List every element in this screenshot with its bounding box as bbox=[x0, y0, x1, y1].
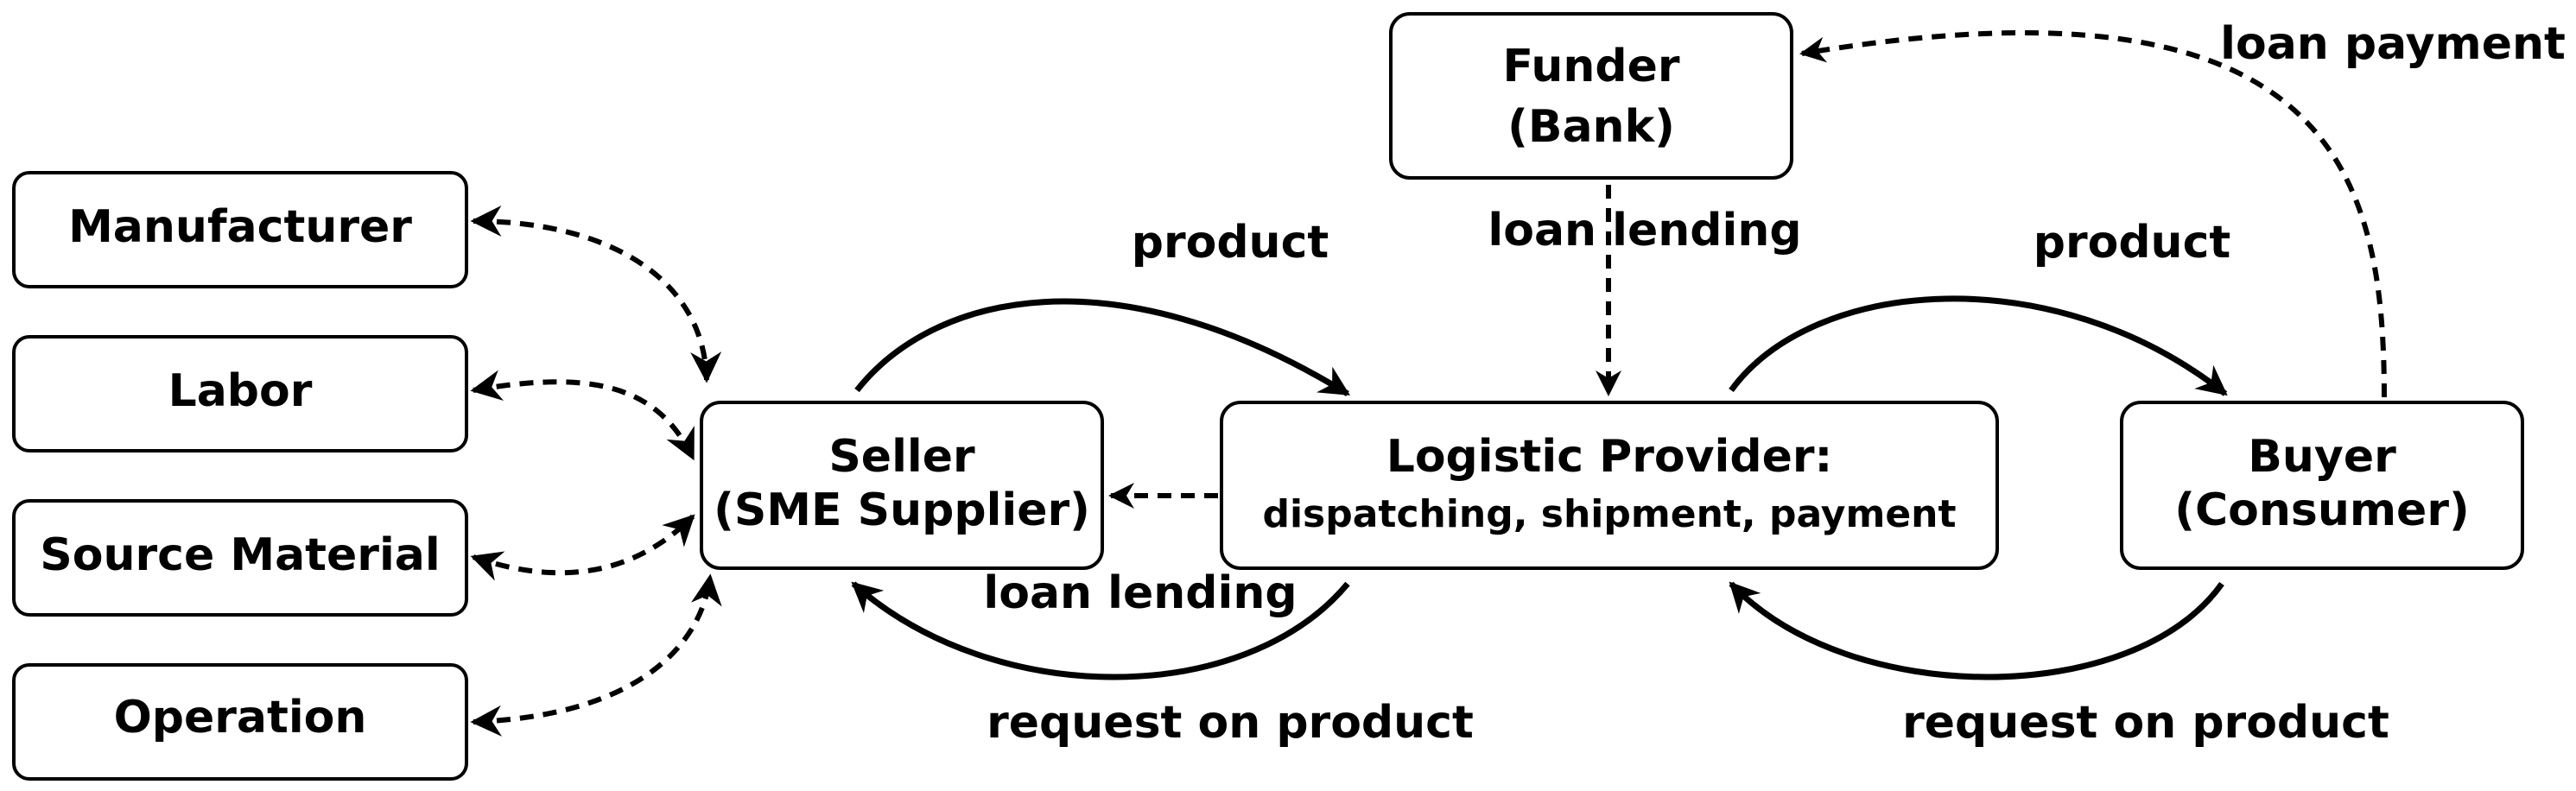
labor-label: Labor bbox=[168, 365, 313, 417]
funder-title: Funder bbox=[1502, 41, 1679, 92]
manufacturer-label: Manufacturer bbox=[68, 201, 412, 253]
buyer-to-logistic-request-label: request on product bbox=[1902, 697, 2389, 749]
buyer-node: Buyer (Consumer) bbox=[2120, 401, 2524, 570]
operation-label: Operation bbox=[114, 692, 367, 744]
labor-node: Labor bbox=[12, 335, 468, 452]
labor-seller-arrow bbox=[470, 370, 695, 461]
logistic-provider-title: Logistic Provider: bbox=[1386, 431, 1833, 483]
buyer-to-funder-payment-label: loan payment bbox=[2220, 18, 2566, 70]
funder-to-logistic-loan-label: loan lending bbox=[1488, 205, 1801, 256]
source-material-label: Source Material bbox=[40, 529, 440, 581]
operation-seller-arrow bbox=[470, 573, 722, 737]
manufacturer-seller-arrow bbox=[470, 206, 722, 383]
logistic-to-buyer-product-label: product bbox=[2034, 217, 2231, 269]
funder-subtitle: (Bank) bbox=[1507, 101, 1675, 153]
buyer-subtitle: (Consumer) bbox=[2174, 484, 2470, 536]
logistic-provider-subtitle: dispatching, shipment, payment bbox=[1262, 492, 1956, 536]
seller-title: Seller bbox=[828, 431, 975, 483]
funder-node: Funder (Bank) bbox=[1389, 12, 1793, 180]
buyer-to-funder-payment-arrow bbox=[1799, 30, 2387, 398]
seller-to-logistic-product-label: product bbox=[1132, 217, 1329, 269]
seller-subtitle: (SME Supplier) bbox=[714, 484, 1090, 536]
logistic-to-seller-loan-label: loan lending bbox=[983, 567, 1297, 619]
manufacturer-node: Manufacturer bbox=[12, 171, 468, 288]
buyer-title: Buyer bbox=[2248, 431, 2396, 483]
logistic-to-seller-request-label: request on product bbox=[987, 697, 1474, 749]
logistic-to-buyer-product-arrow bbox=[1729, 295, 2228, 396]
seller-to-logistic-product-arrow bbox=[854, 298, 1350, 396]
source-material-node: Source Material bbox=[12, 499, 468, 617]
logistic-provider-node: Logistic Provider: dispatching, shipment… bbox=[1220, 401, 1999, 570]
source-material-seller-arrow bbox=[470, 514, 695, 581]
logistic-to-seller-request-arrow bbox=[851, 581, 1350, 680]
buyer-to-logistic-request-arrow bbox=[1729, 581, 2224, 680]
seller-node: Seller (SME Supplier) bbox=[700, 401, 1104, 570]
operation-node: Operation bbox=[12, 663, 468, 781]
